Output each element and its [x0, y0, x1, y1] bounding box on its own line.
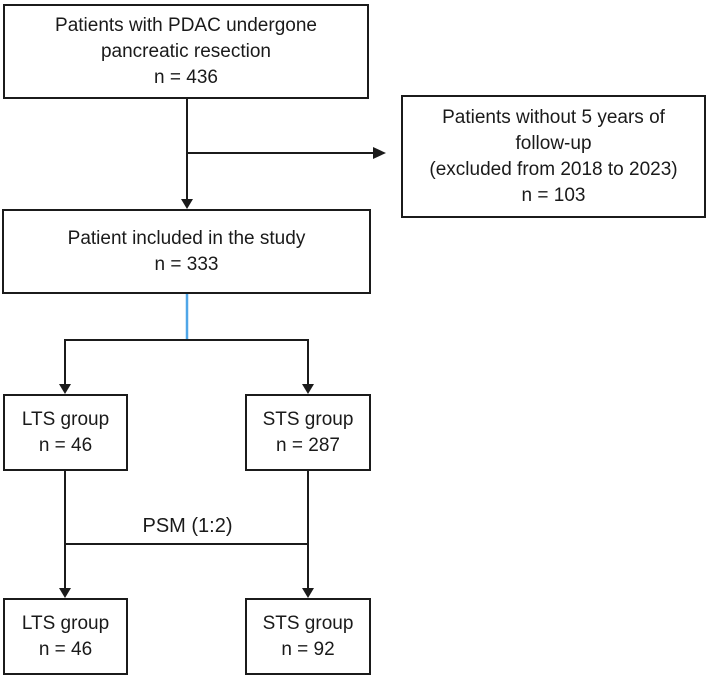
box-sts-pre-count: n = 287: [276, 434, 340, 456]
box-sts-post-count: n = 92: [281, 638, 335, 660]
box-excluded-patients: Patients without 5 years of follow-up (e…: [401, 95, 706, 218]
arrowhead-down-into-included: [181, 199, 193, 209]
box-excluded-line-3: (excluded from 2018 to 2023): [429, 158, 678, 180]
box-sts-group-pre-match: STS group n = 287: [245, 394, 371, 471]
box-source-patients: Patients with PDAC undergone pancreatic …: [3, 4, 369, 99]
box-included-patients: Patient included in the study n = 333: [2, 209, 371, 294]
box-excluded-line-1: Patients without 5 years of: [442, 106, 665, 128]
box-source-count: n = 436: [154, 66, 218, 88]
box-sts-pre-label: STS group: [262, 408, 354, 430]
arrowhead-down-into-sts-post: [302, 588, 314, 598]
box-lts-group-post-match: LTS group n = 46: [3, 598, 128, 675]
box-source-line-2: pancreatic resection: [100, 40, 272, 62]
box-included-count: n = 333: [154, 253, 219, 275]
box-sts-post-label: STS group: [262, 612, 354, 634]
arrowhead-right-into-excluded: [373, 147, 386, 159]
box-source-line-1: Patients with PDAC undergone: [55, 14, 317, 36]
box-lts-group-pre-match: LTS group n = 46: [3, 394, 128, 471]
box-lts-pre-count: n = 46: [38, 434, 93, 456]
box-lts-post-count: n = 46: [38, 638, 93, 660]
box-excluded-line-2: follow-up: [515, 132, 592, 154]
psm-ratio-label: PSM (1:2): [142, 515, 233, 537]
box-lts-pre-label: LTS group: [21, 408, 110, 430]
box-excluded-count: n = 103: [521, 184, 586, 206]
box-included-line-1: Patient included in the study: [67, 227, 306, 249]
box-lts-post-label: LTS group: [21, 612, 110, 634]
box-sts-group-post-match: STS group n = 92: [245, 598, 371, 675]
arrowhead-down-into-lts-pre: [59, 384, 71, 394]
arrowhead-down-into-lts-post: [59, 588, 71, 598]
arrowhead-down-into-sts-pre: [302, 384, 314, 394]
